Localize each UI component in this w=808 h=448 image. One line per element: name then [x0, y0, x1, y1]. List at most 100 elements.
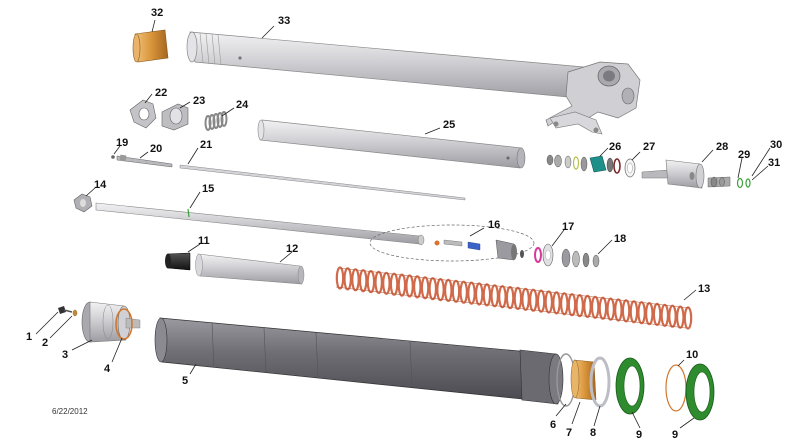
part-21-long-rod [179, 164, 466, 201]
spring-coil [528, 288, 538, 312]
part-9-seal-a [615, 357, 645, 415]
spring-coil [436, 278, 445, 302]
spring-coil [559, 292, 569, 316]
spring-coil [683, 306, 693, 330]
spring-coil [351, 268, 360, 292]
spring-coil [590, 295, 600, 319]
part-25-damper-tube [257, 119, 526, 169]
spring-coil [405, 274, 414, 298]
part-17-seal-set [534, 243, 554, 267]
spring-coil [598, 296, 608, 320]
callout-20: 20 [150, 143, 162, 155]
callout-19: 19 [116, 137, 128, 149]
callout-16: 16 [488, 219, 500, 231]
part-5-lower-leg [154, 317, 564, 405]
part-2-washer [72, 309, 78, 317]
part-27-washer [624, 158, 636, 178]
spring-coil [343, 267, 353, 291]
spring-coil [660, 303, 670, 327]
callout-23: 23 [193, 95, 205, 107]
spring-coil [482, 283, 492, 307]
callout-2: 2 [42, 337, 48, 349]
part-14-nut [73, 193, 93, 213]
spring-coil [389, 272, 399, 296]
callout-1: 1 [26, 331, 32, 343]
callout-5: 5 [182, 375, 188, 387]
part-29-bolt [707, 176, 731, 188]
callout-24: 24 [236, 99, 249, 111]
callout-18: 18 [614, 233, 626, 245]
spring-coil [498, 285, 507, 309]
callout-9-right: 9 [672, 429, 678, 441]
part-12-spacer-tube [195, 253, 305, 285]
callout-3: 3 [62, 349, 68, 361]
callout-26: 26 [609, 141, 621, 153]
callout-13: 13 [698, 283, 710, 295]
callout-21: 21 [200, 139, 212, 151]
spring-coil [536, 289, 546, 313]
callout-17: 17 [562, 221, 574, 233]
part-16-valve-group [369, 224, 535, 262]
part-20-rod [116, 154, 173, 168]
callout-32: 32 [151, 7, 163, 19]
spring-coil [505, 286, 515, 310]
spring-coil [474, 282, 484, 306]
callout-33: 33 [278, 15, 290, 27]
spring-coil [544, 290, 554, 314]
callout-27: 27 [643, 141, 655, 153]
spring-coil [652, 302, 662, 326]
callout-29: 29 [738, 149, 750, 161]
callout-9-left: 9 [636, 429, 642, 441]
spring-coil [451, 279, 461, 303]
part-9-seal-b [685, 363, 715, 421]
spring-coil [412, 275, 422, 299]
spring-coil [606, 297, 616, 321]
callout-12: 12 [286, 243, 298, 255]
spring-coil [420, 276, 430, 300]
spring-coil [397, 273, 407, 297]
callout-7: 7 [566, 427, 572, 439]
spring-coil [467, 281, 476, 305]
part-19-pin [111, 155, 115, 159]
part-23-cap [161, 103, 189, 131]
spring-coil [513, 286, 523, 310]
callout-28: 28 [716, 141, 728, 153]
part-10-wire-ring [665, 364, 687, 412]
spring-coil [521, 287, 530, 311]
callout-10: 10 [686, 349, 698, 361]
spring-coil [621, 299, 631, 323]
callout-15: 15 [202, 183, 214, 195]
callout-6: 6 [550, 419, 556, 431]
spring-coil [382, 271, 391, 295]
spring-coil [567, 293, 577, 317]
spring-coil [374, 270, 384, 294]
spring-coil [366, 270, 376, 294]
callout-31: 31 [768, 157, 780, 169]
spring-coil [675, 305, 685, 329]
part-32-bushing [132, 29, 169, 63]
spring-coil [459, 280, 469, 304]
part-26-damper-head [546, 154, 621, 174]
part-33-upper-tube [186, 31, 641, 135]
part-1-screw [58, 306, 73, 314]
callout-25: 25 [443, 119, 455, 131]
callout-11: 11 [198, 235, 210, 247]
spring-coil [583, 294, 592, 318]
drawing-date: 6/22/2012 [52, 407, 88, 416]
leader-lines [35, 19, 771, 429]
callout-22: 22 [155, 87, 167, 99]
callout-30: 30 [770, 139, 782, 151]
part-4-ring [115, 308, 133, 340]
spring-coil [443, 278, 453, 302]
spring-coil [644, 302, 654, 326]
spring-coil [358, 269, 368, 293]
spring-coil [629, 300, 639, 324]
part-18-nut-stack [561, 248, 600, 268]
callout-14: 14 [94, 179, 107, 191]
part-31-o-ring [745, 178, 751, 188]
spring-coil [575, 294, 585, 318]
part-30-o-ring [736, 177, 744, 189]
part-24-small-spring [204, 111, 228, 131]
spring-coil [335, 266, 345, 290]
